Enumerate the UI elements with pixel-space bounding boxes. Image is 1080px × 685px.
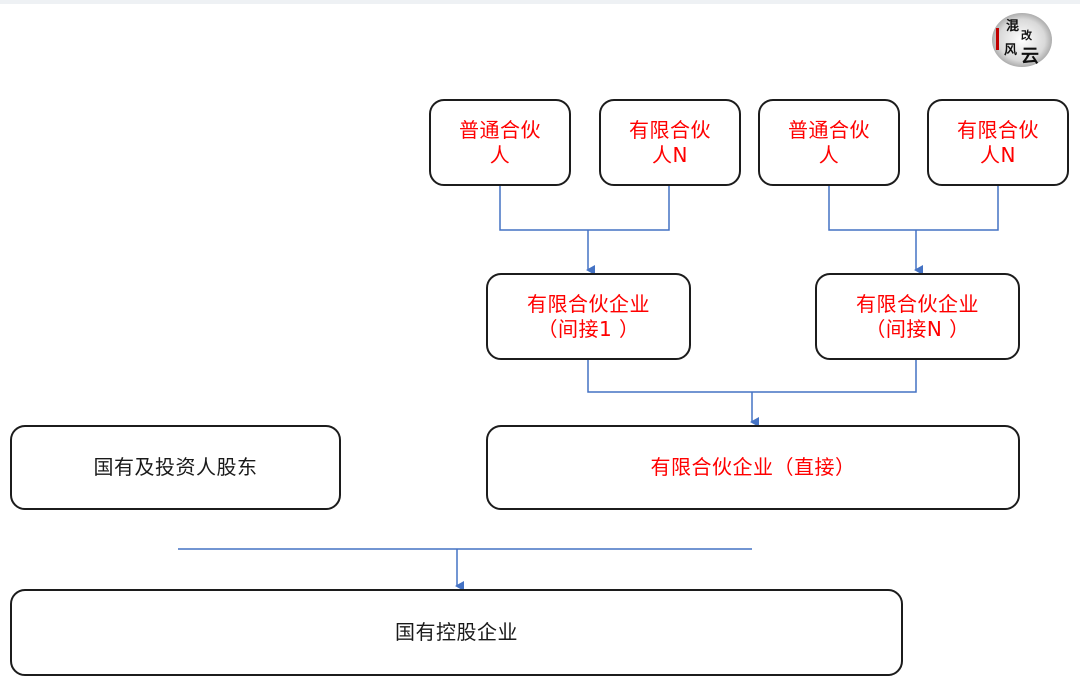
svg-text:风: 风 <box>1004 43 1017 58</box>
node-lp-indirect-n: 有限合伙企业 （间接N ） <box>815 273 1020 360</box>
node-limited-partner-2: 有限合伙 人N <box>927 99 1069 186</box>
node-general-partner-1: 普通合伙 人 <box>429 99 571 186</box>
connector-indirect-lps <box>587 359 917 393</box>
svg-text:云: 云 <box>1021 46 1039 67</box>
node-state-holding: 国有控股企业 <box>10 589 903 676</box>
node-limited-partner-1: 有限合伙 人N <box>599 99 741 186</box>
svg-text:混: 混 <box>1006 19 1019 34</box>
node-label: 普通合伙 人 <box>459 117 541 167</box>
node-label: 有限合伙企业（直接） <box>650 455 856 479</box>
seal-logo-icon: 混 改 风 云 <box>992 13 1052 67</box>
node-label: 有限合伙企业 （间接N ） <box>856 291 979 341</box>
node-state-investors: 国有及投资人股东 <box>10 425 341 510</box>
node-label: 普通合伙 人 <box>788 117 870 167</box>
connector-partners-right <box>828 186 999 231</box>
node-label: 国有控股企业 <box>395 620 518 644</box>
node-label: 国有及投资人股东 <box>93 455 258 479</box>
node-label: 有限合伙 人N <box>957 117 1039 167</box>
node-label: 有限合伙企业 （间接1 ） <box>527 291 650 341</box>
node-label: 有限合伙 人N <box>629 117 711 167</box>
node-lp-direct: 有限合伙企业（直接） <box>486 425 1020 510</box>
node-lp-indirect-1: 有限合伙企业 （间接1 ） <box>486 273 691 360</box>
node-general-partner-2: 普通合伙 人 <box>758 99 900 186</box>
connector-partners-left <box>499 186 670 231</box>
svg-text:改: 改 <box>1021 28 1033 42</box>
top-band <box>0 0 1080 4</box>
